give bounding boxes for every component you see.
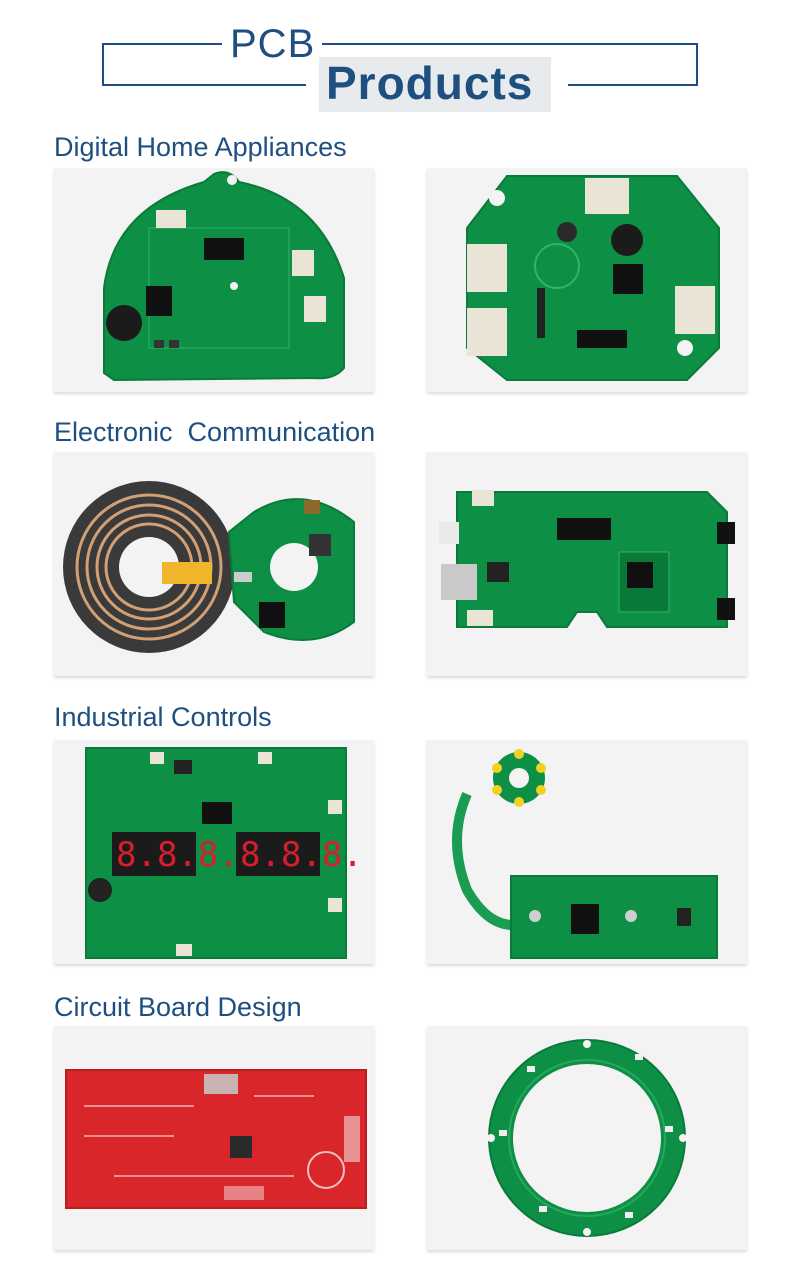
charging-coil-pcb-image: [63, 481, 355, 653]
product-image-card: 8.8.8. 8.8.8.: [54, 740, 374, 964]
section-title-industrial-controls: Industrial Controls: [54, 702, 272, 732]
title-small: PCB: [230, 22, 316, 66]
product-image-card: [427, 740, 747, 964]
green-ring-pcb-image: [487, 1039, 687, 1237]
product-image-card: [54, 452, 374, 676]
led-ring-flex-pcb-image: [452, 749, 718, 959]
svg-text:8.8.8.: 8.8.8.: [240, 835, 363, 875]
section-title-circuit-board-design: Circuit Board Design: [54, 992, 302, 1022]
title-big: Products: [326, 57, 534, 109]
title-frame-line: [696, 43, 698, 86]
title-frame-line: [102, 43, 104, 86]
round-green-pcb-image: [466, 175, 720, 381]
product-image-card: [427, 1026, 747, 1250]
red-pcb-design-image: [65, 1069, 367, 1209]
title-frame-line: [568, 84, 698, 86]
usb-c-pcb-image: [439, 490, 735, 628]
svg-text:8.8.8.: 8.8.8.: [116, 835, 239, 875]
section-title-digital-home: Digital Home Appliances: [54, 132, 347, 162]
page-header: PCB Products: [0, 0, 800, 120]
title-highlight-box: [319, 57, 551, 112]
product-image-card: [427, 452, 747, 676]
round-green-pcb-image: [103, 171, 345, 382]
product-image-card: [54, 1026, 374, 1250]
product-image-card: [427, 168, 747, 392]
title-frame-line: [102, 84, 306, 86]
section-title-electronic-communication: Electronic Communication: [54, 417, 376, 447]
led-display-pcb-image: 8.8.8. 8.8.8.: [85, 747, 363, 959]
title-frame-line: [322, 43, 698, 45]
title-frame-line: [102, 43, 222, 45]
product-image-card: [54, 168, 374, 392]
